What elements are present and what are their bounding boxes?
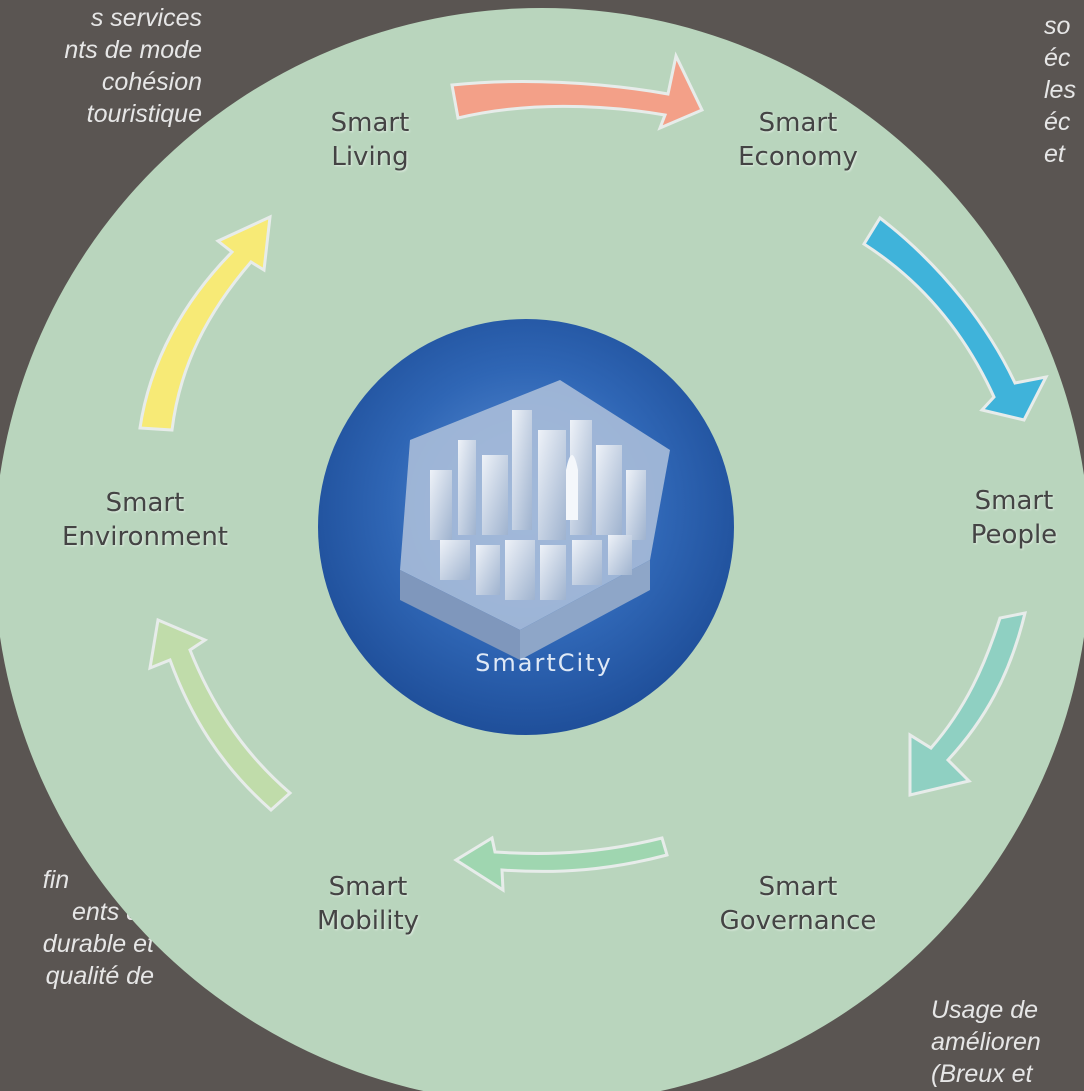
arrow-mobility-to-environment <box>148 617 293 813</box>
node-label-line: Economy <box>738 142 858 172</box>
side-text-bottom-right: Usage de amélioren (Breux et <box>931 994 1041 1090</box>
side-text-top-right: so éc les éc et <box>1044 10 1076 170</box>
node-smart-mobility: Smart Mobility <box>268 870 468 938</box>
side-text-line: les <box>1044 76 1076 104</box>
node-smart-economy: Smart Economy <box>698 106 898 174</box>
node-label-line: Living <box>331 142 409 172</box>
node-label-line: People <box>970 520 1058 550</box>
node-smart-living: Smart Living <box>270 106 470 174</box>
side-text-line: s services <box>90 4 202 32</box>
arrow-environment-to-living <box>138 214 272 432</box>
node-label-line: Smart <box>105 488 185 518</box>
node-smart-governance: Smart Governance <box>683 870 913 938</box>
node-label-line: Smart <box>758 872 838 902</box>
side-text-line: et <box>1044 140 1065 168</box>
side-text-line: amélioren <box>931 1028 1041 1056</box>
side-text-line: éc <box>1044 108 1071 136</box>
side-text-top-left: s services nts de mode cohésion touristi… <box>64 2 202 130</box>
side-text-line: touristique <box>86 100 202 128</box>
arrow-living-to-economy <box>450 51 705 131</box>
node-label-line: Smart <box>330 108 410 138</box>
arrow-economy-to-people <box>861 215 1049 422</box>
node-label-line: Smart <box>974 486 1054 516</box>
city-illustration <box>400 380 670 660</box>
side-text-line: so <box>1044 12 1071 40</box>
side-text-line: éc <box>1044 44 1071 72</box>
side-text-line: Usage de <box>931 996 1039 1024</box>
node-smart-people: Smart People <box>944 484 1084 552</box>
side-text-bottom-left: fin ents de durable et qualité de <box>43 864 154 992</box>
arrow-governance-to-mobility <box>453 835 669 893</box>
side-text-line: cohésion <box>101 68 202 96</box>
node-label-line: Mobility <box>316 906 420 936</box>
node-label-line: Environment <box>61 522 229 552</box>
side-text-line: qualité de <box>45 962 154 990</box>
center-label: SmartCity <box>475 649 613 677</box>
node-label-line: Smart <box>328 872 408 902</box>
node-smart-environment: Smart Environment <box>30 486 260 554</box>
side-text-line: nts de mode <box>64 36 202 64</box>
side-text-line: fin <box>42 866 70 894</box>
side-text-line: durable et <box>42 930 154 958</box>
side-text-line: (Breux et <box>931 1060 1033 1088</box>
node-label-line: Governance <box>719 906 877 936</box>
arrow-people-to-governance <box>908 611 1028 797</box>
node-label-line: Smart <box>758 108 838 138</box>
